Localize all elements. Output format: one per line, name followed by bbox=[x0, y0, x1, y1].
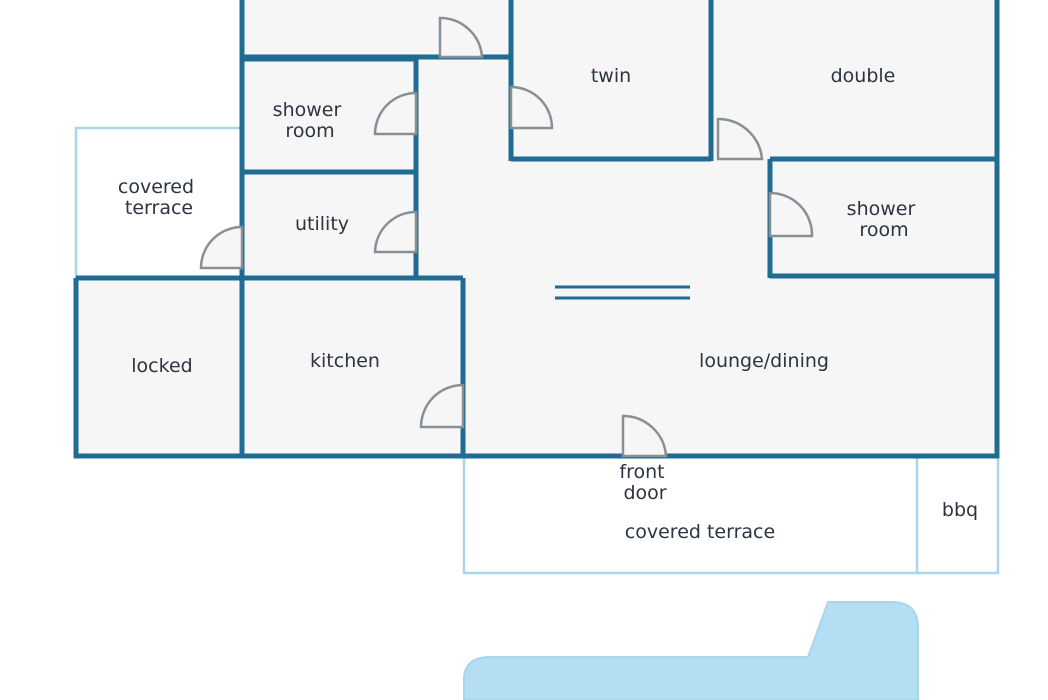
door-swing-utility bbox=[373, 210, 418, 254]
room-label-kitchen: kitchen bbox=[310, 350, 380, 372]
room-label-double: double bbox=[831, 65, 896, 87]
door-swing-top bbox=[438, 16, 484, 59]
door-swing-terrace-left bbox=[199, 225, 244, 270]
floor-lower-block bbox=[76, 278, 998, 456]
door-swing-double bbox=[716, 117, 764, 161]
door-swing-front bbox=[621, 414, 668, 458]
door-swing-shower-right bbox=[768, 191, 814, 238]
room-label-utility: utility bbox=[295, 213, 349, 235]
floor-north-block bbox=[242, 0, 998, 278]
door-swing-kitchen bbox=[419, 383, 465, 429]
room-label-covered-terrace-left: covered terrace bbox=[118, 176, 200, 219]
room-label-twin: twin bbox=[591, 65, 631, 87]
room-label-shower-room-left: shower room bbox=[273, 99, 348, 142]
label-front-door: front door bbox=[619, 461, 670, 504]
door-swing-twin bbox=[509, 85, 554, 130]
room-label-shower-room-right: shower room bbox=[847, 198, 922, 241]
door-swing-shower-left bbox=[373, 91, 418, 136]
swimming-pool bbox=[463, 601, 919, 700]
room-label-locked: locked bbox=[131, 355, 192, 377]
room-label-lounge-dining: lounge/dining bbox=[699, 350, 829, 372]
room-label-bbq: bbq bbox=[942, 499, 978, 521]
room-label-covered-terrace-bottom: covered terrace bbox=[625, 521, 775, 543]
